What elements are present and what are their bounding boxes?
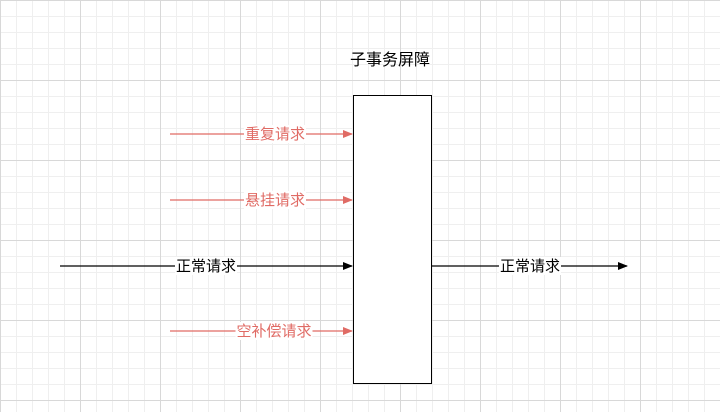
compensate-request-label: 空补偿请求 (235, 322, 313, 340)
normal-request-out-label: 正常请求 (498, 257, 562, 275)
subtransaction-barrier-box (353, 95, 432, 384)
repeat-request-label: 重复请求 (243, 125, 307, 143)
normal-request-in-label: 正常请求 (174, 257, 238, 275)
pending-request-label: 悬挂请求 (243, 191, 307, 209)
diagram-title: 子事务屏障 (349, 50, 430, 69)
